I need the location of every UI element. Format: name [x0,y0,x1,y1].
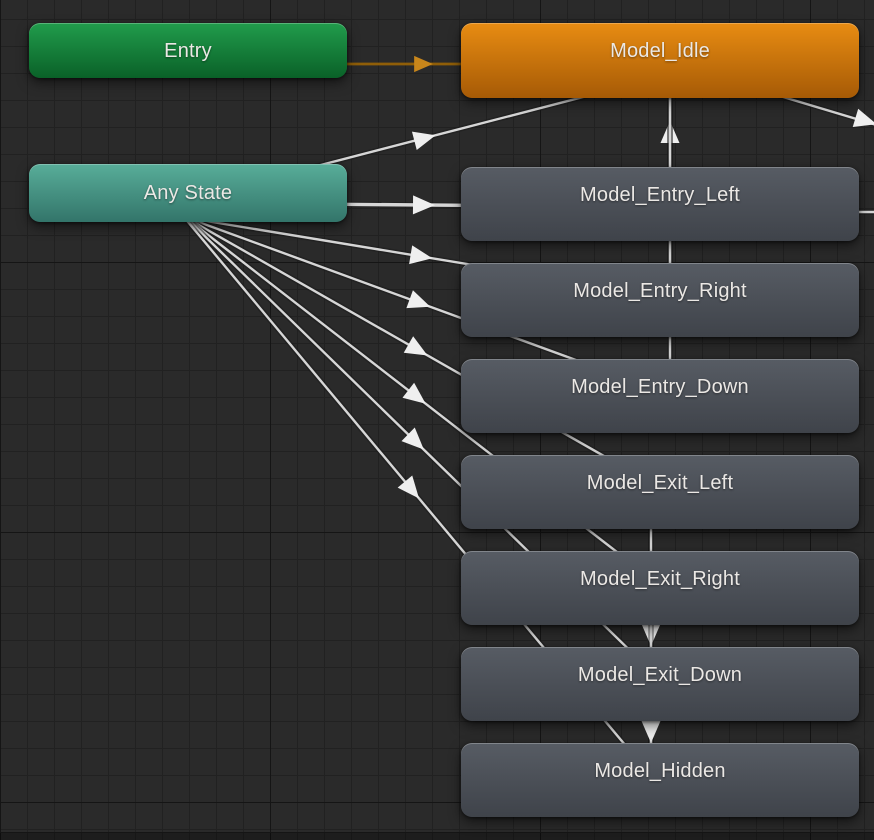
transition-arrowhead-icon [402,382,426,404]
state-node-model-exit-left[interactable]: Model_Exit_Left [461,455,859,529]
state-node-model-exit-down[interactable]: Model_Exit_Down [461,647,859,721]
state-node-model-entry-right[interactable]: Model_Entry_Right [461,263,859,337]
state-node-model-exit-right[interactable]: Model_Exit_Right [461,551,859,625]
transition-arrowhead-icon [403,336,428,356]
state-node-label: Model_Hidden [594,760,726,782]
state-node-label: Model_Exit_Down [577,664,743,686]
transition-any-state-to-model-exit-left[interactable] [180,213,656,487]
state-node-label: Model_Exit_Right [580,568,740,590]
transition-arrowhead-icon [852,108,874,127]
state-node-label: Model_Entry_Right [573,280,747,302]
transition-arrowhead-icon [411,131,436,150]
state-node-label: Any State [143,182,233,204]
transition-arrowhead-icon [409,245,433,265]
state-node-model-hidden[interactable]: Model_Hidden [461,743,859,817]
transition-arrowhead-icon [406,290,431,309]
state-node-model-entry-down[interactable]: Model_Entry_Down [461,359,859,433]
state-node-label: Model_Entry_Left [580,184,740,206]
transition-arrowhead-icon [414,55,433,73]
state-node-model-entry-left[interactable]: Model_Entry_Left [461,167,859,241]
entry-node[interactable]: Entry [29,23,347,78]
state-node-label: Model_Entry_Down [571,376,749,398]
state-node-label: Model_Idle [610,40,710,62]
state-node-label: Model_Exit_Left [586,472,734,494]
transition-arrowhead-icon [401,427,424,450]
state-node-label: Entry [164,40,212,62]
transition-arrowhead-icon [397,475,420,499]
state-node-model-idle[interactable]: Model_Idle [461,23,859,98]
any-state-node[interactable]: Any State [29,164,347,222]
transition-arrowhead-icon [412,195,435,215]
transition-arrowhead-icon [641,721,661,743]
